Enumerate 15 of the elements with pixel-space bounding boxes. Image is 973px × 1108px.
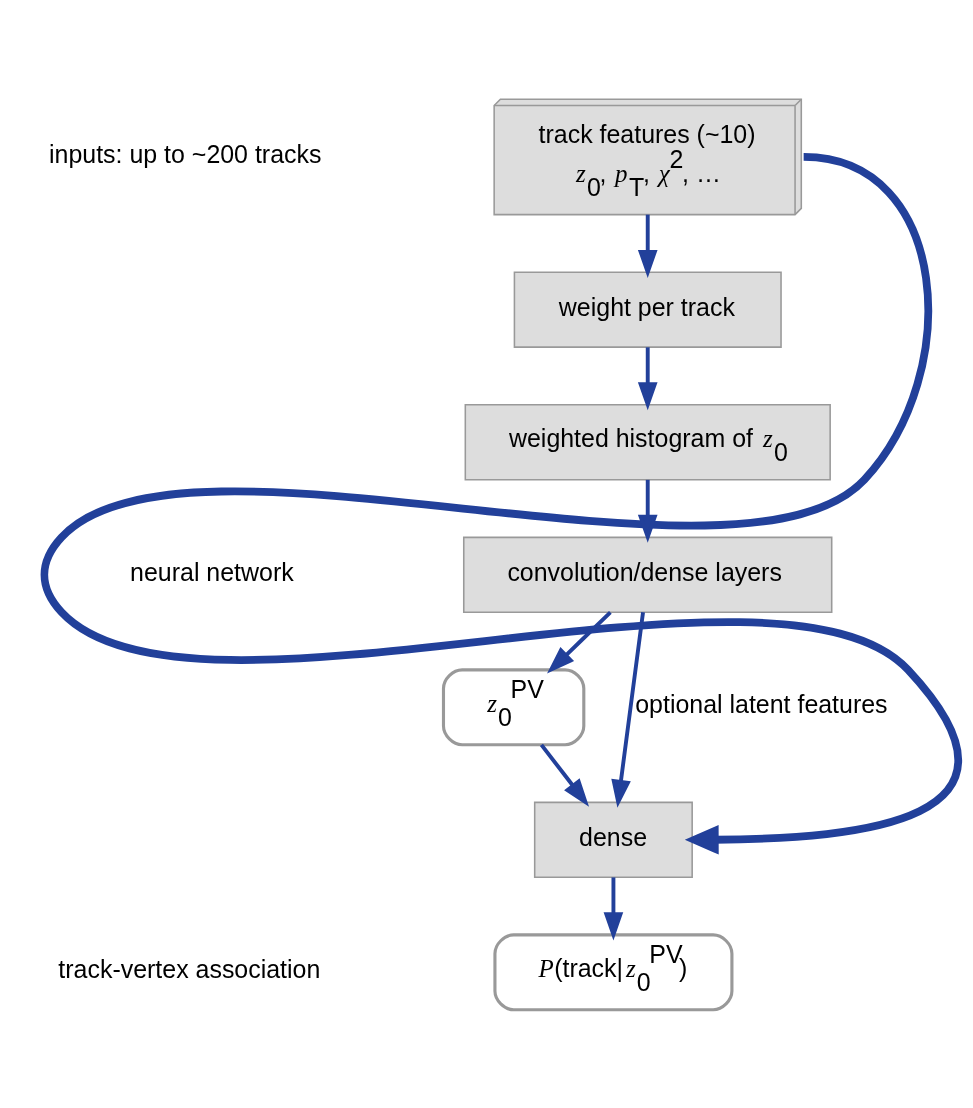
label: track-vertex association: [58, 954, 321, 983]
edge-label: optional latent features: [635, 689, 888, 718]
label: inputs: up to ~200 tracks: [49, 139, 322, 168]
label: neural network: [130, 557, 294, 586]
arrow: [539, 743, 590, 807]
arrow: [547, 610, 612, 674]
arrow: [611, 611, 645, 808]
node-box: convolution/dense layers: [462, 536, 833, 613]
node-box: weight per track: [513, 271, 782, 348]
node-box: dense: [533, 801, 693, 878]
arrow: [637, 479, 658, 543]
arrow: [603, 876, 624, 940]
arrow: [637, 346, 658, 410]
arrow: [41, 152, 961, 855]
arrow: [637, 214, 658, 278]
